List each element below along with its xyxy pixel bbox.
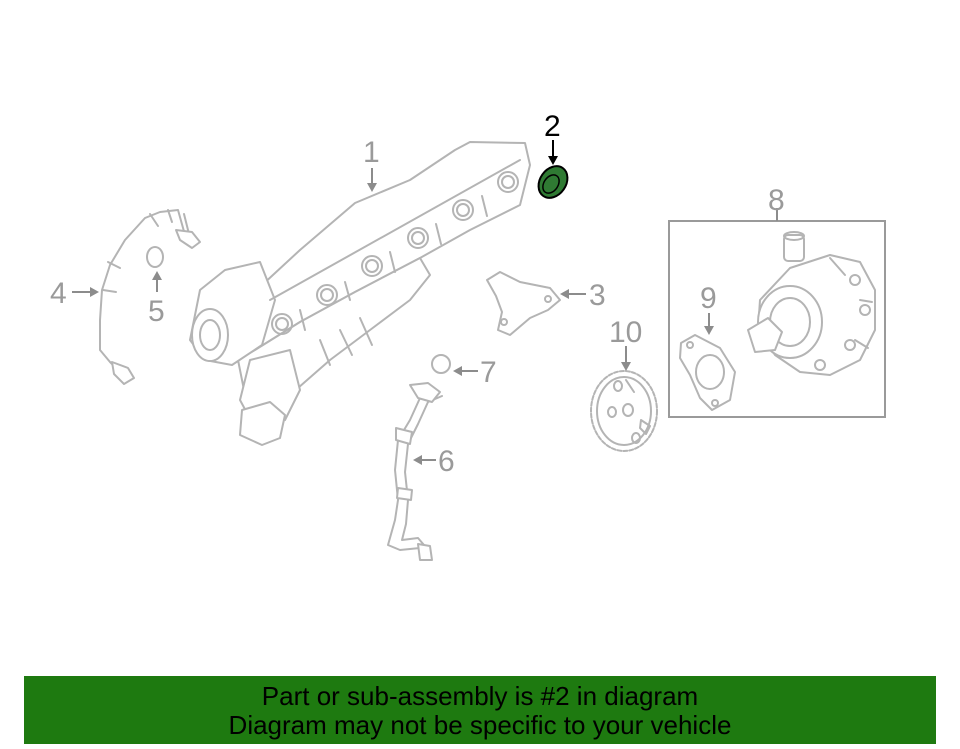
callout-8: 8 (768, 184, 785, 217)
callout-5: 5 (148, 295, 165, 328)
pipe-part-6[interactable] (387, 382, 443, 561)
callout-4: 4 (50, 277, 67, 310)
gasket-part-9[interactable] (679, 334, 736, 411)
turbocharger-manifold-part-1[interactable] (189, 141, 531, 446)
seal-ring-part-2[interactable] (533, 161, 574, 204)
leader-lines (72, 140, 778, 465)
callout-7: 7 (480, 356, 497, 389)
bracket-part-3[interactable] (486, 271, 561, 336)
callout-10: 10 (609, 316, 642, 349)
vacuum-pump-assembly-part-8[interactable] (668, 220, 886, 418)
callout-9: 9 (700, 282, 717, 315)
banner-line-part-number: Part or sub-assembly is #2 in diagram (261, 681, 699, 711)
o-ring-part-5[interactable] (146, 246, 164, 268)
sprocket-part-10[interactable] (590, 370, 658, 452)
banner-line-disclaimer: Diagram may not be specific to your vehi… (228, 710, 732, 740)
hose-part-4[interactable] (99, 209, 201, 385)
o-ring-part-7[interactable] (431, 354, 451, 374)
callout-2: 2 (544, 110, 561, 143)
info-banner: Part or sub-assembly is #2 in diagram Di… (24, 676, 936, 744)
callout-1: 1 (363, 136, 380, 169)
parts-diagram: 1 2 3 4 5 6 7 8 9 10 (50, 110, 886, 561)
callout-6: 6 (438, 445, 455, 478)
callout-labels: 1 2 3 4 5 6 7 8 9 10 (50, 110, 785, 478)
callout-3: 3 (589, 279, 606, 312)
